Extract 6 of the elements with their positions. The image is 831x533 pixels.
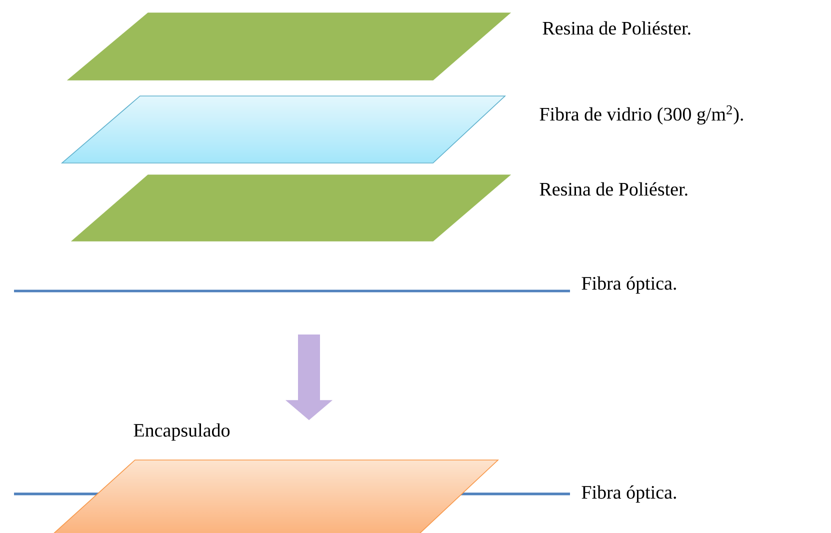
layer-label: Fibra óptica. (582, 485, 676, 503)
layer-label: Fibra óptica. (582, 276, 676, 294)
layer-label: Fibra de vidrio (300 g/m$^{2}$). (540, 105, 743, 125)
process-heading: Encapsulado (134, 423, 230, 441)
layer-label: Resina de Poliéster. (542, 21, 690, 35)
layer-label: Resina de Poliéster. (540, 182, 688, 196)
